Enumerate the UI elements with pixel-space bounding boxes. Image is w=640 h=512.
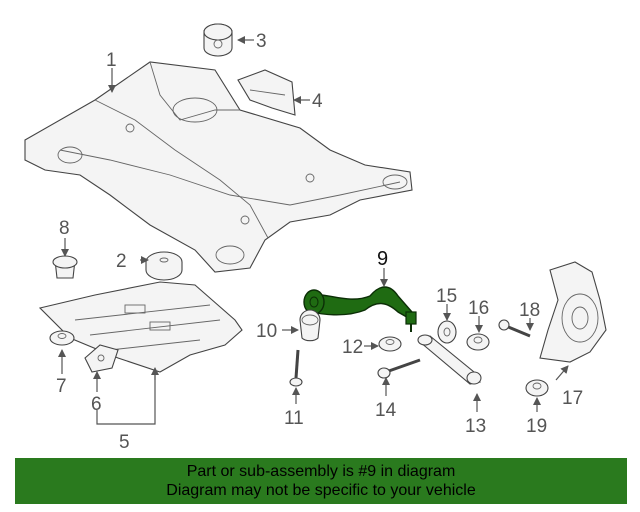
- callout-13: 13: [465, 416, 486, 437]
- clip-part[interactable]: [52, 255, 78, 279]
- callout-17: 17: [562, 388, 583, 409]
- nut-part[interactable]: [49, 330, 75, 346]
- control-arm-part[interactable]: [303, 286, 417, 332]
- arm-bushing-part[interactable]: [299, 309, 321, 342]
- bolt-part[interactable]: [377, 358, 421, 379]
- info-banner: Part or sub-assembly is #9 in diagram Di…: [15, 458, 627, 504]
- parts-diagram: 1 2 3 4 5 6 7 8 9 10 11 12 13 14 15 16 1…: [24, 23, 607, 453]
- bracket-shield-part[interactable]: [237, 69, 296, 116]
- nut-part[interactable]: [525, 379, 549, 397]
- callout-7: 7: [56, 376, 67, 397]
- callout-18: 18: [519, 300, 540, 321]
- bolt-part[interactable]: [289, 349, 303, 387]
- bolt-part[interactable]: [498, 319, 531, 338]
- steering-knuckle-part[interactable]: [539, 261, 607, 363]
- subframe-part[interactable]: [24, 61, 413, 273]
- callout-19: 19: [526, 416, 547, 437]
- tension-strut-part[interactable]: [417, 334, 482, 385]
- callout-5: 5: [119, 432, 130, 453]
- callout-12: 12: [342, 337, 363, 358]
- callout-1: 1: [106, 50, 117, 71]
- callout-15: 15: [436, 286, 457, 307]
- callout-4: 4: [312, 91, 323, 112]
- banner-line-2: Diagram may not be specific to your vehi…: [166, 482, 476, 499]
- callout-6: 6: [91, 394, 102, 415]
- splash-shield-part[interactable]: [38, 281, 243, 373]
- banner-line-1: Part or sub-assembly is #9 in diagram: [186, 463, 456, 480]
- callout-9: 9: [377, 248, 388, 270]
- callout-16: 16: [468, 298, 489, 319]
- callout-2: 2: [116, 251, 127, 272]
- callout-3: 3: [256, 31, 267, 52]
- callout-14: 14: [375, 400, 397, 421]
- callout-labels: 1 2 3 4 5 6 7 8 9 10 11 12 13 14 15 16 1…: [56, 31, 583, 453]
- upper-bushing-part[interactable]: [203, 23, 233, 57]
- callout-11: 11: [284, 408, 304, 429]
- nut-part[interactable]: [378, 336, 402, 352]
- washer-part[interactable]: [437, 320, 457, 344]
- leader-lines: [58, 36, 569, 425]
- callout-10: 10: [256, 321, 277, 342]
- nut-part[interactable]: [466, 333, 490, 351]
- bracket-part[interactable]: [84, 344, 119, 373]
- callout-8: 8: [59, 218, 70, 239]
- mount-bushing-part[interactable]: [145, 251, 183, 281]
